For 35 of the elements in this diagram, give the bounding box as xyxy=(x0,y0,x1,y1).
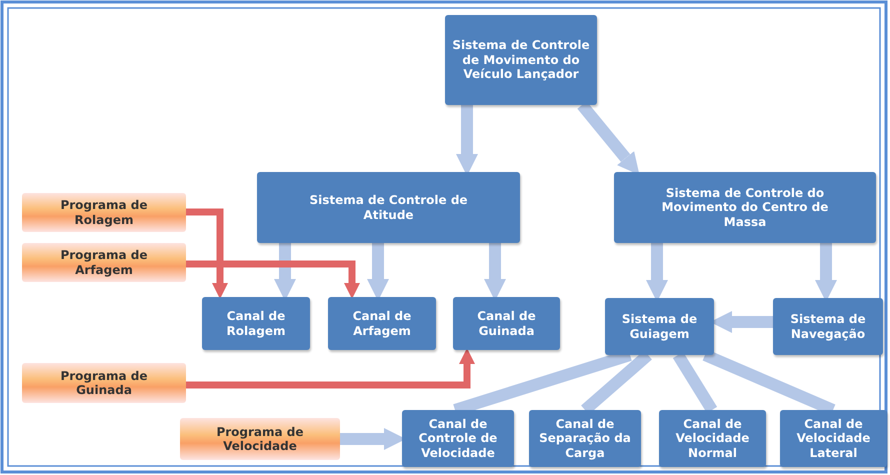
node-label: Canal de Rolagem xyxy=(226,309,286,338)
arrow xyxy=(186,208,228,299)
arrow xyxy=(186,348,475,388)
node-label: Canal de Controle de Velocidade xyxy=(418,416,498,460)
arrow xyxy=(186,260,360,299)
process-box xyxy=(257,172,520,243)
node-label: Canal de Guinada xyxy=(476,309,537,338)
process-box xyxy=(659,410,766,467)
process-box xyxy=(529,410,641,467)
node-label: Sistema de Controle de Atitude xyxy=(308,193,469,222)
node-label: Programa de Rolagem xyxy=(59,198,149,227)
node-label: Sistema de Guiagem xyxy=(620,312,698,341)
process-box xyxy=(605,298,714,355)
process-box xyxy=(402,410,514,467)
process-box xyxy=(453,297,560,350)
node-label: Sistema de Controle do Movimento do Centro de Massa xyxy=(660,186,830,230)
node-label: Sistema de Navegação xyxy=(789,312,867,341)
process-box xyxy=(328,297,436,350)
process-box xyxy=(445,15,597,105)
node-label: Canal de Arfagem xyxy=(352,309,412,338)
process-box xyxy=(614,172,876,243)
node-label: Canal de Velocidade Lateral xyxy=(796,416,872,460)
node-label: Programa de Velocidade xyxy=(215,424,305,454)
node-label: Canal de Velocidade Normal xyxy=(674,416,750,460)
process-box xyxy=(773,298,883,355)
program-box xyxy=(22,193,186,232)
node-label: Programa de Guinada xyxy=(59,368,149,398)
program-box xyxy=(22,363,186,403)
program-box xyxy=(22,243,186,282)
process-box xyxy=(202,297,310,350)
process-box xyxy=(780,410,887,467)
node-label: Sistema de Controle de Movimento do Veículo Lançador xyxy=(451,38,591,82)
program-box xyxy=(180,418,340,460)
node-label: Canal de Separação da Carga xyxy=(538,416,632,460)
node-label: Programa de Arfagem xyxy=(59,248,149,277)
